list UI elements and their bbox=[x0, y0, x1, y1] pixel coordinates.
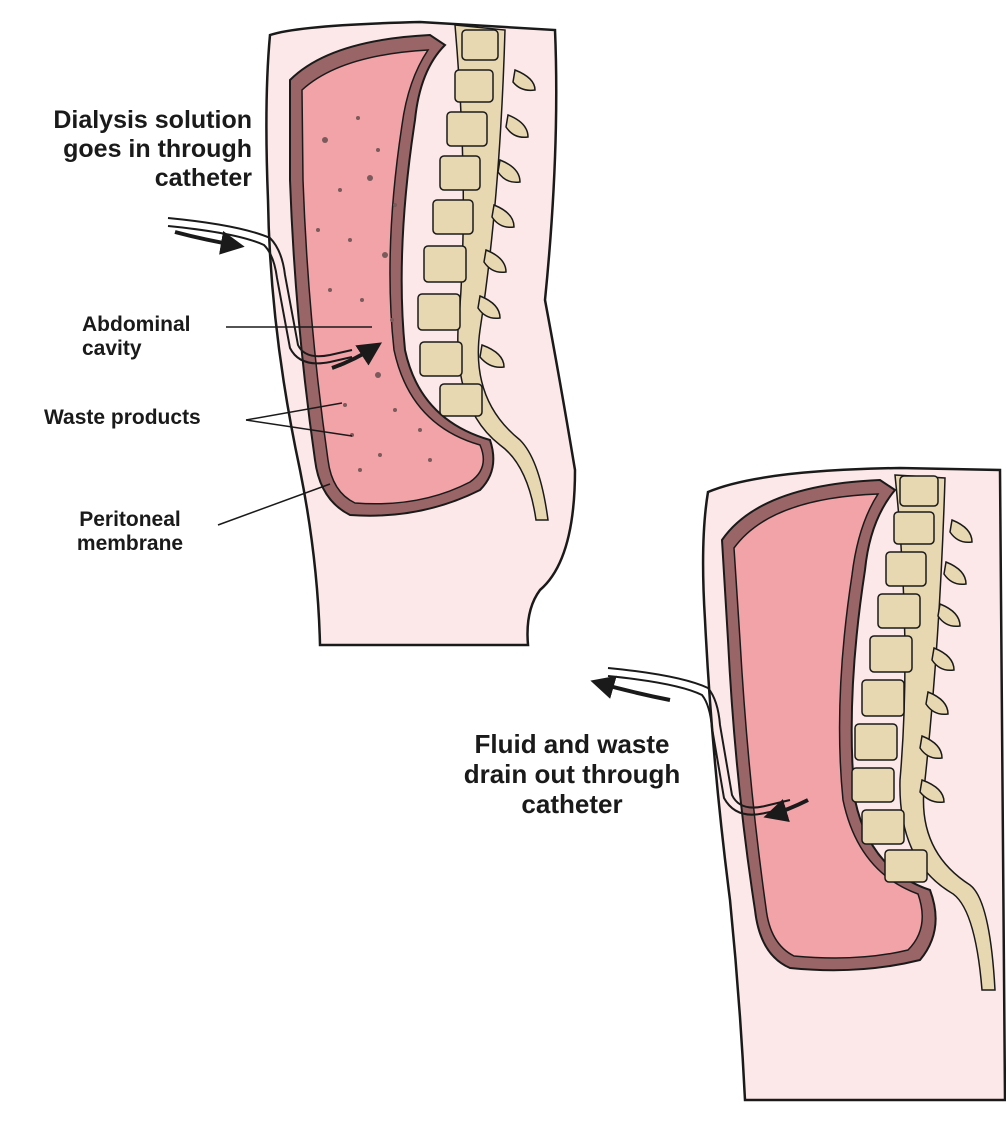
label-solution-in-line-3: catheter bbox=[2, 164, 252, 193]
label-abdominal-cavity-line-2: cavity bbox=[82, 337, 191, 361]
label-waste-products-text: Waste products bbox=[44, 406, 201, 430]
label-solution-in-line-2: goes in through bbox=[2, 135, 252, 164]
label-drain-out-line-2: drain out through bbox=[432, 760, 712, 790]
label-solution-in: Dialysis solution goes in through cathet… bbox=[2, 106, 252, 192]
label-peritoneal-membrane: Peritoneal membrane bbox=[60, 508, 200, 556]
label-drain-out-line-3: catheter bbox=[432, 790, 712, 820]
label-peritoneal-membrane-line-1: Peritoneal bbox=[60, 508, 200, 532]
label-peritoneal-membrane-line-2: membrane bbox=[60, 532, 200, 556]
label-drain-out-line-1: Fluid and waste bbox=[432, 730, 712, 760]
label-abdominal-cavity: Abdominal cavity bbox=[82, 313, 191, 361]
label-drain-out: Fluid and waste drain out through cathet… bbox=[432, 730, 712, 820]
label-waste-products: Waste products bbox=[44, 406, 201, 430]
label-abdominal-cavity-line-1: Abdominal bbox=[82, 313, 191, 337]
label-solution-in-line-1: Dialysis solution bbox=[2, 106, 252, 135]
arrow-out-bottom bbox=[595, 682, 670, 700]
